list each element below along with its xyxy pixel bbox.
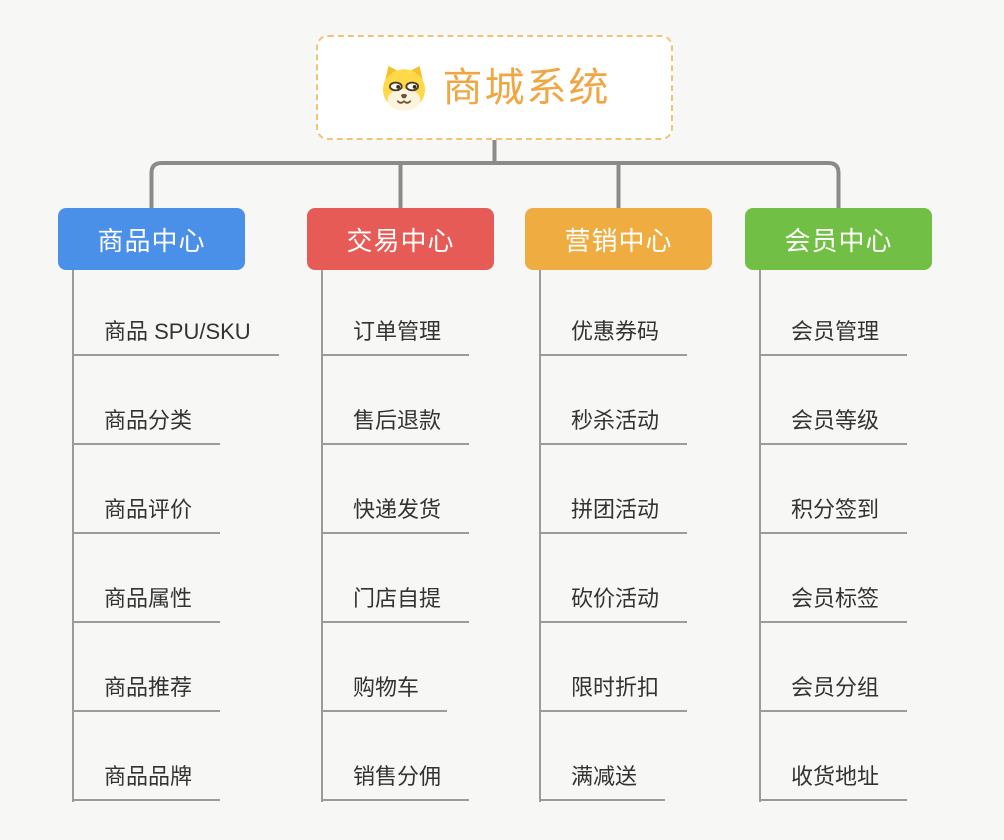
dog-face-icon	[382, 65, 425, 111]
branch-item[interactable]: 满减送	[539, 761, 666, 801]
branch-3: 营销中心 优惠券码秒杀活动拼团活动砍价活动限时折扣满减送	[525, 208, 775, 808]
branch-item[interactable]: 砍价活动	[539, 583, 688, 623]
branch-1: 商品中心 商品 SPU/SKU 商品分类商品评价商品属性商品推荐商品品牌	[58, 208, 308, 808]
branch-item[interactable]: 商品属性	[72, 583, 221, 623]
branch-rail-line	[321, 270, 323, 802]
root-title: 商城系统	[442, 65, 611, 110]
branch-item[interactable]: 会员等级	[759, 405, 908, 445]
branch-item[interactable]: 商品评价	[72, 494, 221, 534]
branch-item[interactable]: 门店自提	[321, 583, 470, 623]
branch-header-4[interactable]: 会员中心	[745, 208, 932, 270]
branch-item[interactable]: 商品 SPU/SKU	[72, 316, 279, 356]
branch-item[interactable]: 优惠券码	[539, 316, 688, 356]
branch-2: 交易中心 订单管理售后退款快递发货门店自提购物车销售分佣	[307, 208, 557, 808]
branch-4: 会员中心 会员管理会员等级积分签到会员标签会员分组收货地址	[745, 208, 995, 808]
branch-rail-line	[72, 270, 74, 802]
branch-item[interactable]: 积分签到	[759, 494, 908, 534]
branch-header-3[interactable]: 营销中心	[525, 208, 712, 270]
branch-rail-line	[539, 270, 541, 802]
branch-item[interactable]: 商品推荐	[72, 672, 221, 712]
branch-item[interactable]: 快递发货	[321, 494, 470, 534]
branch-item[interactable]: 商品品牌	[72, 761, 221, 801]
branch-header-2[interactable]: 交易中心	[307, 208, 494, 270]
branch-item[interactable]: 拼团活动	[539, 494, 688, 534]
branch-item[interactable]: 订单管理	[321, 316, 470, 356]
branch-item[interactable]: 销售分佣	[321, 761, 470, 801]
branch-item[interactable]: 会员标签	[759, 583, 908, 623]
branch-item[interactable]: 商品分类	[72, 405, 221, 445]
branch-item[interactable]: 限时折扣	[539, 672, 688, 712]
branch-item[interactable]: 秒杀活动	[539, 405, 688, 445]
branch-item[interactable]: 售后退款	[321, 405, 470, 445]
branch-item[interactable]: 会员分组	[759, 672, 908, 712]
branch-rail-line	[759, 270, 761, 802]
branch-item[interactable]: 收货地址	[759, 761, 908, 801]
branch-bus-line	[149, 161, 841, 208]
root-node[interactable]: 商城系统	[316, 35, 673, 140]
branch-item[interactable]: 会员管理	[759, 316, 908, 356]
branch-item[interactable]: 购物车	[321, 672, 448, 712]
branch-header-1[interactable]: 商品中心	[58, 208, 245, 270]
